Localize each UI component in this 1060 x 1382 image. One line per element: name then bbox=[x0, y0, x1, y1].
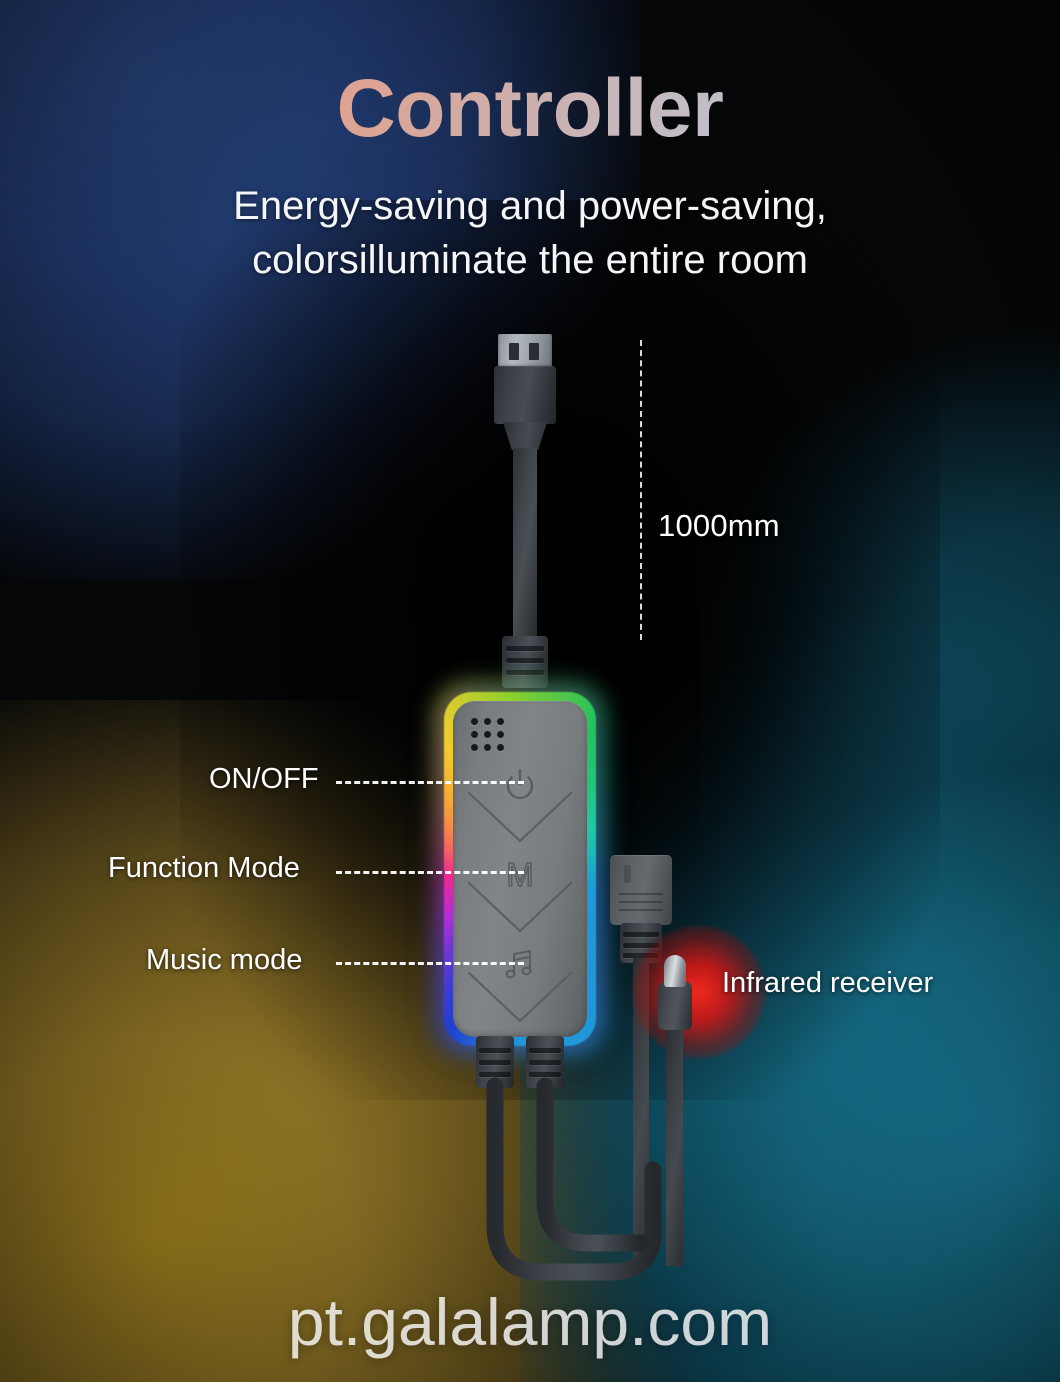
connector-pin bbox=[624, 865, 631, 883]
usb-slot-right bbox=[529, 343, 539, 360]
mode-button[interactable]: M bbox=[453, 853, 587, 949]
callout-label-music-mode: Music mode bbox=[146, 944, 303, 976]
m-letter-icon: M bbox=[505, 856, 534, 894]
infrared-sensor-icon bbox=[664, 955, 686, 987]
chevron-down-icon bbox=[467, 791, 573, 845]
infrared-cable bbox=[666, 1026, 683, 1266]
page-title: Controller bbox=[0, 62, 1060, 156]
callout-leader-music-mode bbox=[336, 962, 524, 965]
site-watermark: pt.galalamp.com bbox=[287, 1285, 773, 1359]
callout-label-on-off: ON/OFF bbox=[209, 763, 319, 795]
callout-label-infrared-receiver: Infrared receiver bbox=[722, 967, 934, 999]
infrared-receiver-body bbox=[658, 982, 692, 1030]
infrared-red-glow bbox=[633, 926, 765, 1058]
microphone-grille-icon bbox=[471, 718, 505, 752]
callout-leader-on-off bbox=[336, 781, 524, 784]
strain-relief-top bbox=[502, 636, 548, 688]
usb-cable bbox=[513, 448, 537, 644]
chevron-down-icon bbox=[467, 971, 573, 1025]
usb-connector-icon bbox=[498, 334, 552, 368]
controller-body: M bbox=[453, 701, 587, 1037]
chevron-down-icon bbox=[467, 881, 573, 935]
usb-plug-housing bbox=[494, 366, 556, 424]
cable-length-dashed-line bbox=[640, 340, 642, 640]
callout-leader-function-mode bbox=[336, 871, 524, 874]
callout-label-function-mode: Function Mode bbox=[108, 852, 300, 884]
usb-slot-left bbox=[509, 343, 519, 360]
cable-length-label: 1000mm bbox=[658, 508, 780, 543]
led-strip-connector bbox=[610, 855, 672, 925]
subtitle-line-1: Energy-saving and power-saving, bbox=[233, 184, 827, 228]
subtitle-line-2: colorsilluminate the entire room bbox=[252, 237, 808, 282]
page-subtitle: Energy-saving and power-saving, colorsil… bbox=[0, 180, 1060, 287]
